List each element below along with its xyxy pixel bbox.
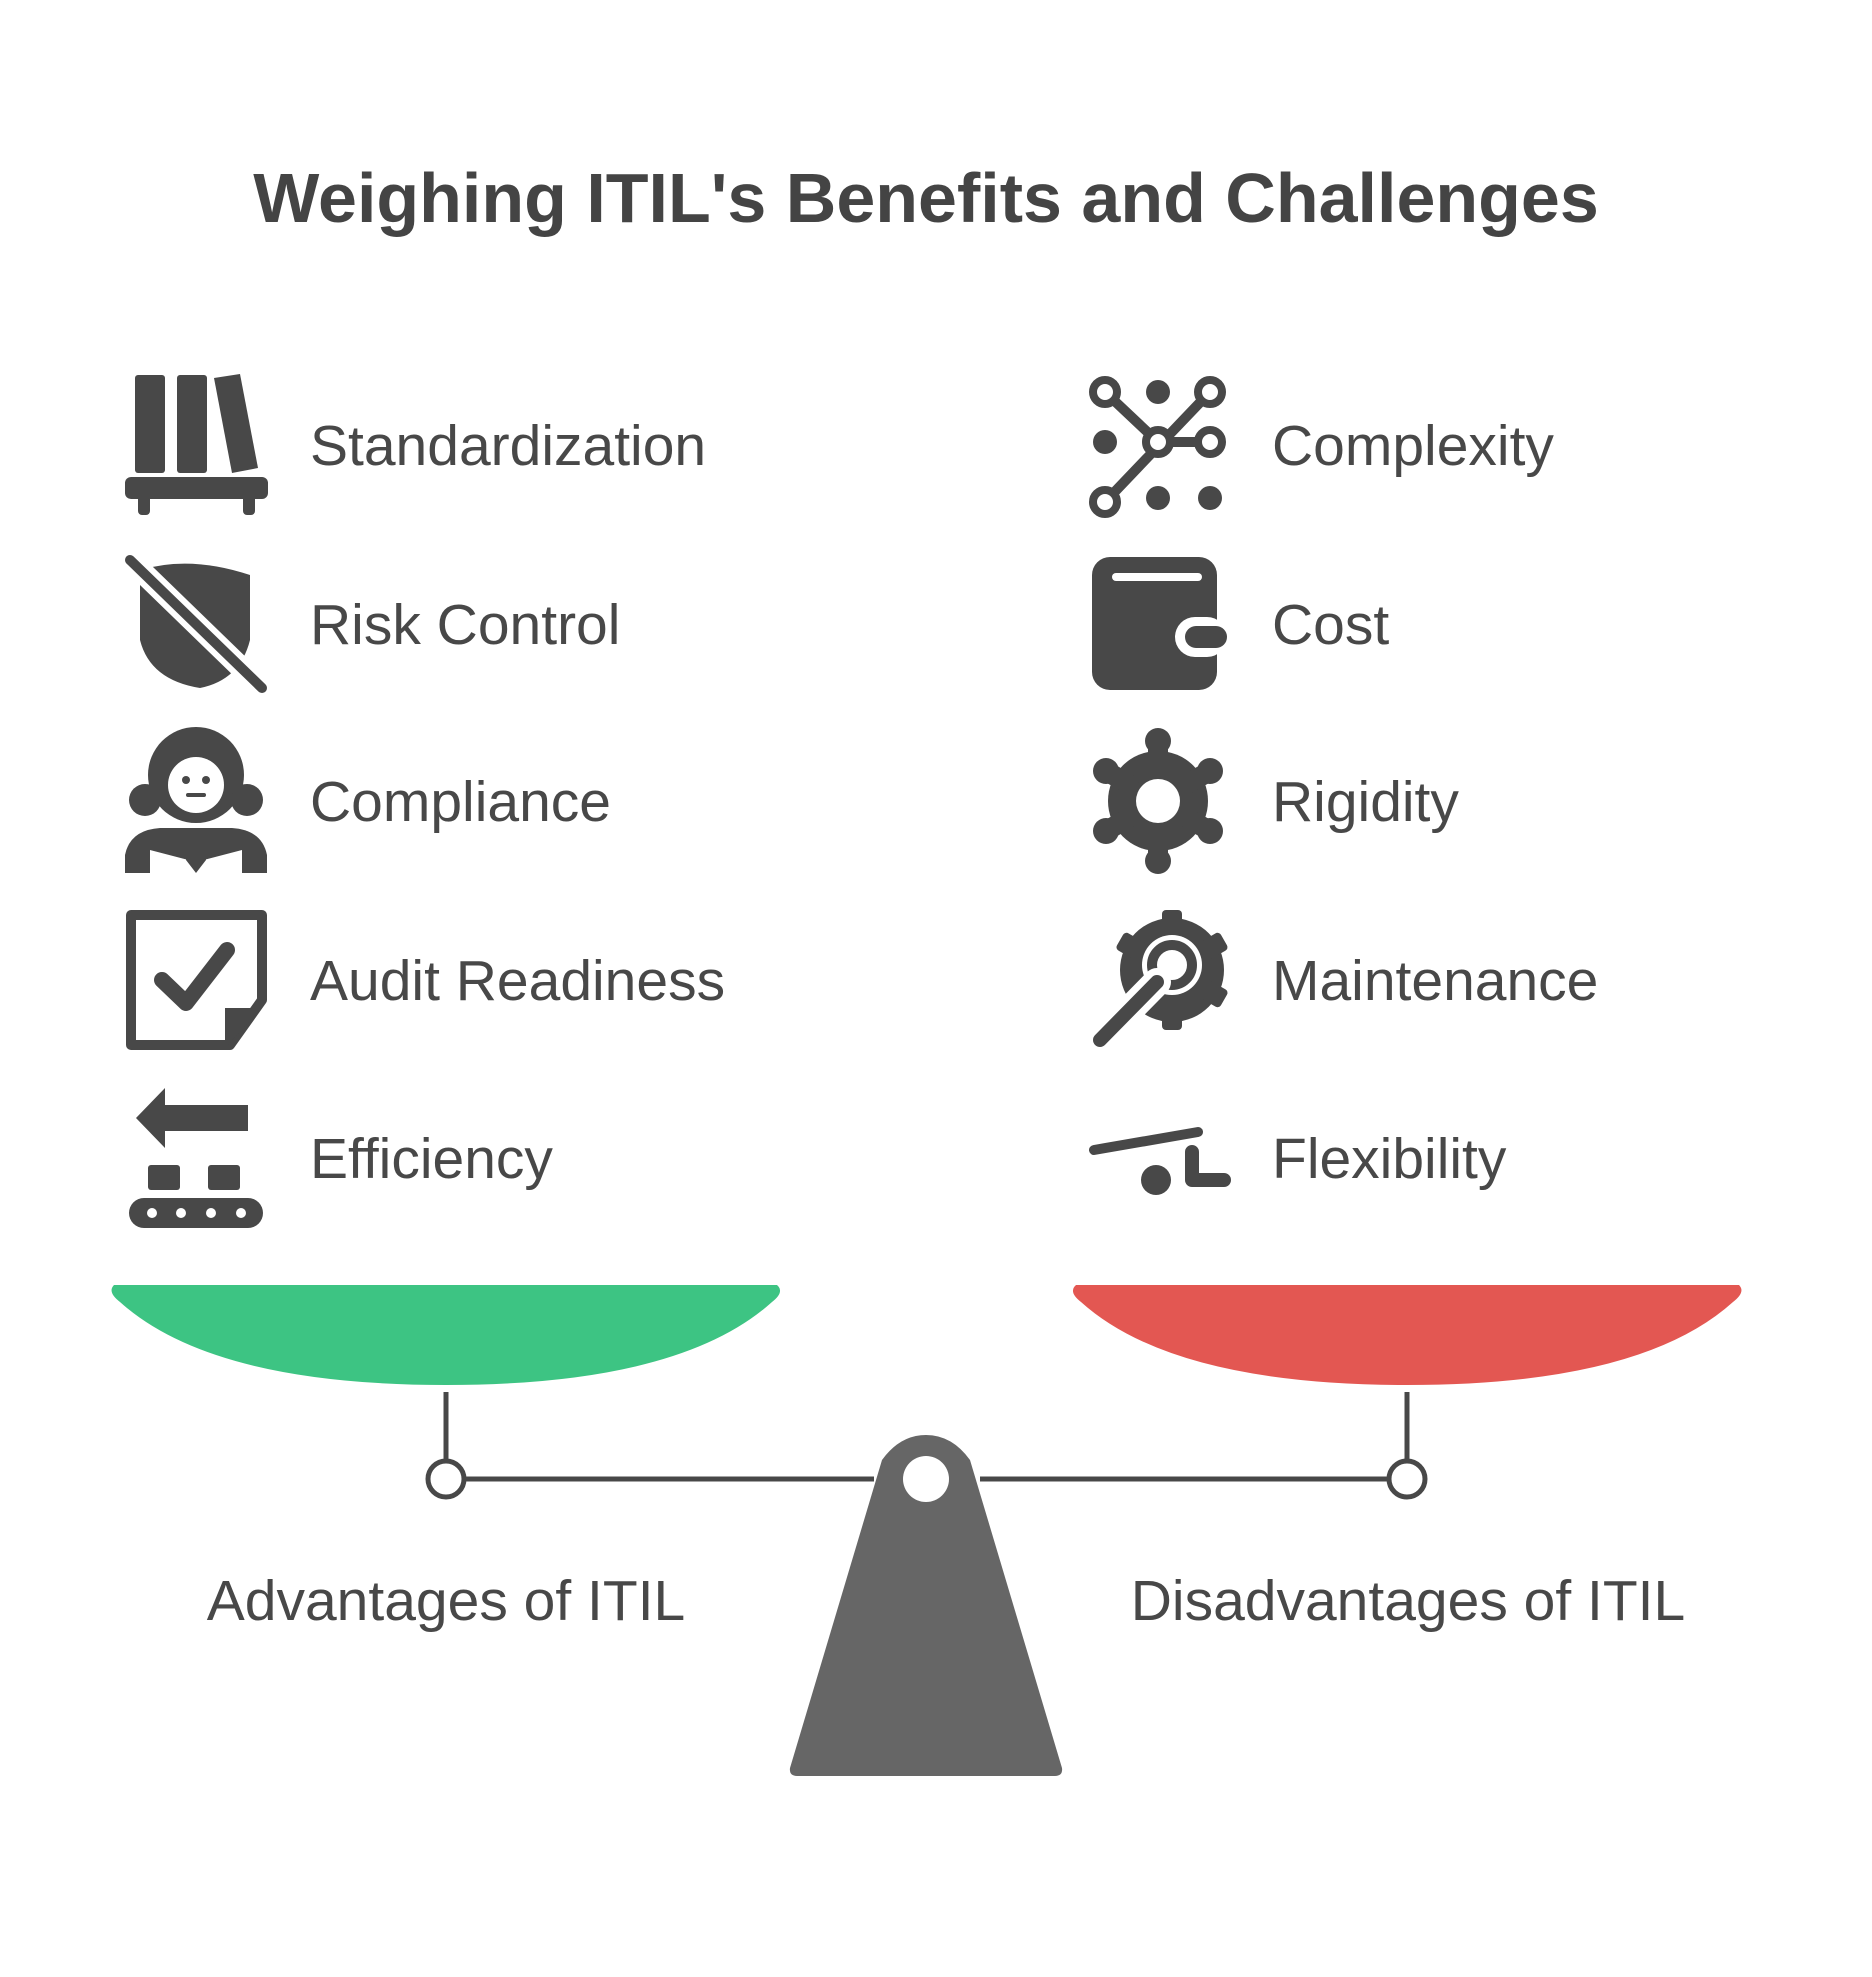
wallet-icon	[1092, 557, 1227, 690]
network-icon	[1089, 376, 1226, 518]
checkbox-icon	[126, 910, 267, 1050]
books-icon	[125, 374, 268, 515]
advantage-label: Efficiency	[310, 1127, 553, 1191]
seesaw-icon	[1089, 1127, 1231, 1195]
disadvantage-label: Flexibility	[1272, 1127, 1507, 1191]
disadvantage-label: Maintenance	[1272, 949, 1598, 1013]
gear-icon	[1093, 728, 1223, 874]
wrench-gear-icon	[1086, 910, 1228, 1054]
pivot-hole	[903, 1456, 949, 1502]
judge-icon	[125, 727, 267, 873]
disadvantage-label: Rigidity	[1272, 770, 1459, 834]
advantage-label: Standardization	[310, 414, 706, 478]
balance-beam	[425, 1392, 1428, 1500]
page-title: Weighing ITIL's Benefits and Challenges	[253, 159, 1599, 237]
advantage-label: Risk Control	[310, 593, 620, 657]
disadvantages-label: Disadvantages of ITIL	[1131, 1569, 1685, 1633]
advantage-label: Audit Readiness	[310, 949, 725, 1013]
disadvantages-pan	[1072, 1285, 1742, 1385]
shield-off-icon	[122, 552, 270, 696]
advantages-pan	[111, 1285, 781, 1385]
advantage-label: Compliance	[310, 770, 611, 834]
disadvantage-label: Complexity	[1272, 414, 1554, 478]
disadvantage-label: Cost	[1272, 593, 1389, 657]
advantages-label: Advantages of ITIL	[207, 1569, 685, 1633]
fulcrum	[789, 1435, 1063, 1776]
conveyor-icon	[129, 1088, 263, 1228]
